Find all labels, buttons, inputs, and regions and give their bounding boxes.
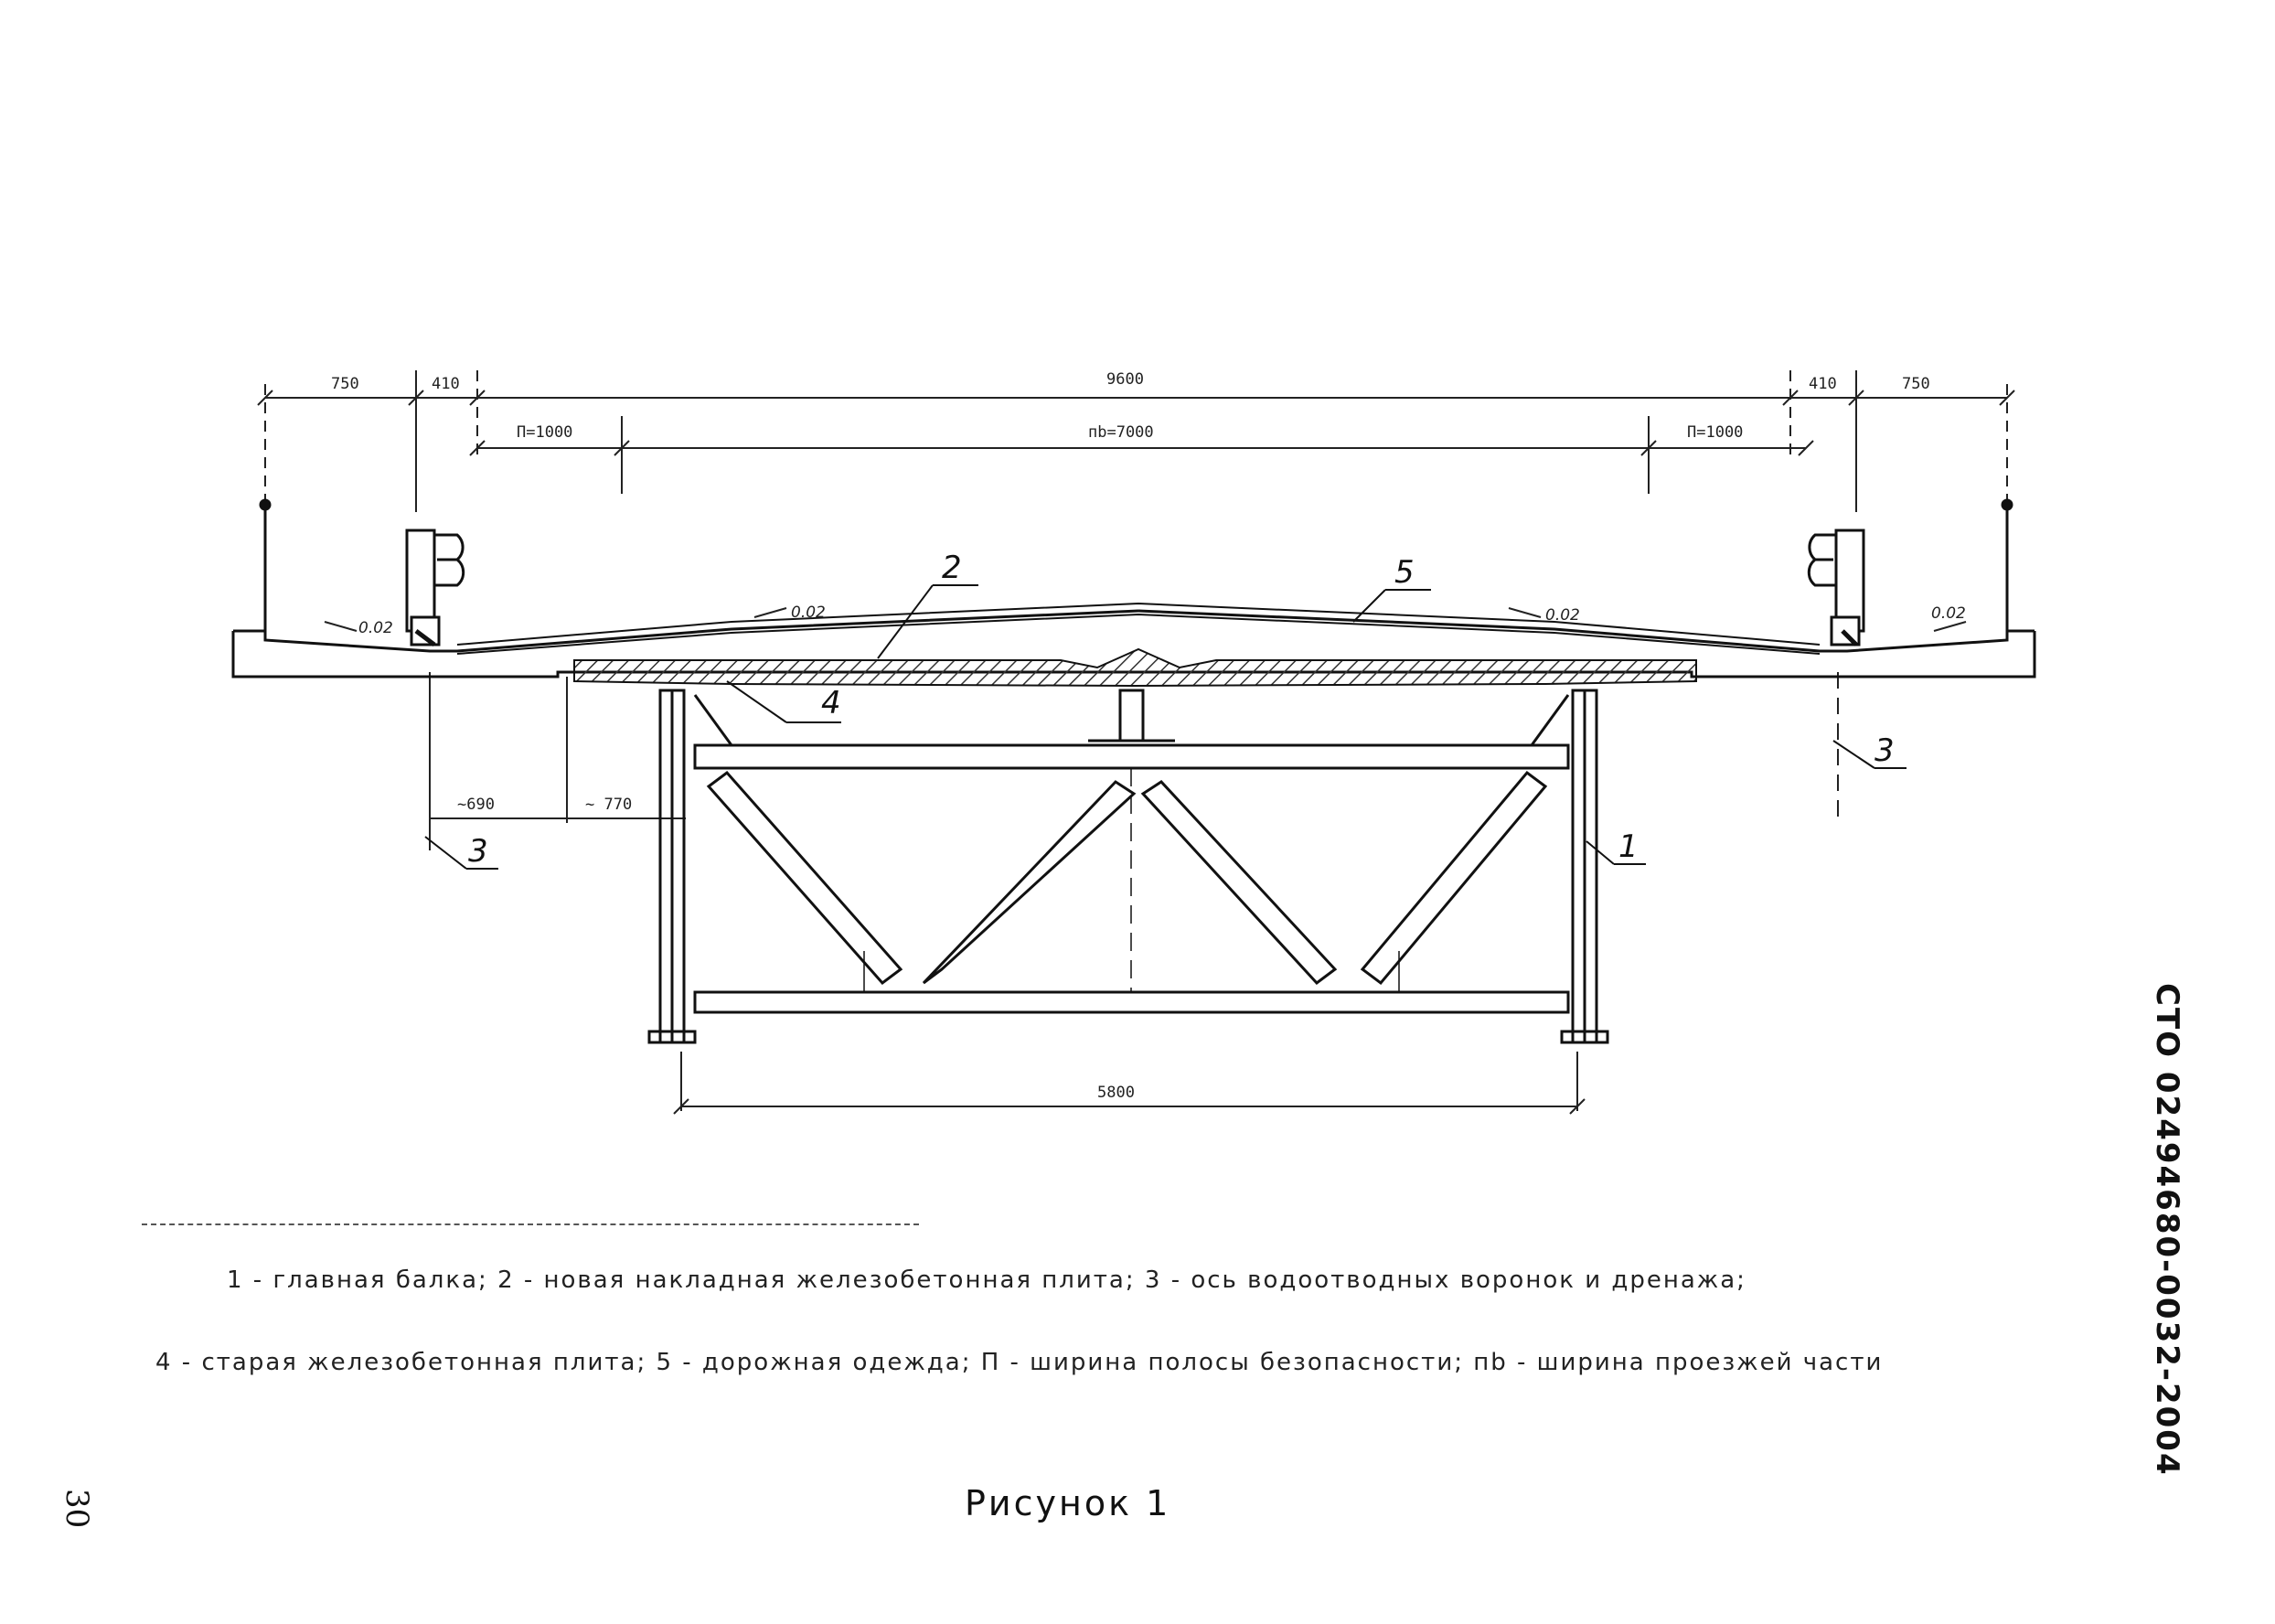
callout-1: 1 [1618, 828, 1639, 865]
legend-separator [142, 1223, 919, 1225]
slope-inner-right: 0.02 [1545, 606, 1580, 625]
dim-left-drain-offset: ~690 [457, 796, 495, 814]
slope-outer-right: 0.02 [1931, 604, 1966, 623]
main-beams [647, 689, 1609, 1044]
dim-carriageway: пb=7000 [1088, 423, 1154, 442]
legend-line-1: 1 - главная балка; 2 - новая накладная ж… [227, 1266, 1746, 1294]
dim-total-width: 9600 [1106, 370, 1144, 389]
dim-left-curb: 410 [432, 375, 460, 393]
slope-inner-left: 0.02 [791, 604, 826, 622]
callout-3-right: 3 [1874, 732, 1895, 769]
dimension-lines [257, 370, 2015, 1115]
dimension-labels: 750 410 9600 410 750 П=1000 пb=7000 П=10… [331, 370, 1930, 1102]
figure-caption: Рисунок 1 [965, 1483, 1171, 1523]
cross-frame [693, 694, 1570, 1014]
slope-outer-left: 0.02 [358, 619, 393, 637]
callout-3-left: 3 [468, 833, 488, 870]
dim-beam-spacing: 5800 [1097, 1084, 1135, 1102]
dim-left-safety: П=1000 [517, 423, 572, 442]
callout-5: 5 [1394, 554, 1415, 591]
dim-left-overhang: 750 [331, 375, 359, 393]
slope-marks [324, 607, 1967, 632]
dim-right-curb: 410 [1809, 375, 1837, 393]
right-railing [1807, 498, 2013, 646]
dim-right-overhang: 750 [1902, 375, 1930, 393]
callout-leaders [424, 584, 1907, 870]
old-slab-hatched [573, 647, 1697, 688]
legend-line-2: 4 - старая железобетонная плита; 5 - дор… [155, 1349, 1884, 1376]
document-code: СТО 02494680-0032-2004 [2149, 983, 2185, 1477]
page-number: 30 [59, 1489, 95, 1529]
dim-left-beam-offset: ~ 770 [585, 796, 632, 814]
dim-right-safety: П=1000 [1687, 423, 1743, 442]
callout-4: 4 [821, 685, 841, 721]
left-railing [259, 498, 465, 646]
callout-2: 2 [942, 550, 962, 586]
